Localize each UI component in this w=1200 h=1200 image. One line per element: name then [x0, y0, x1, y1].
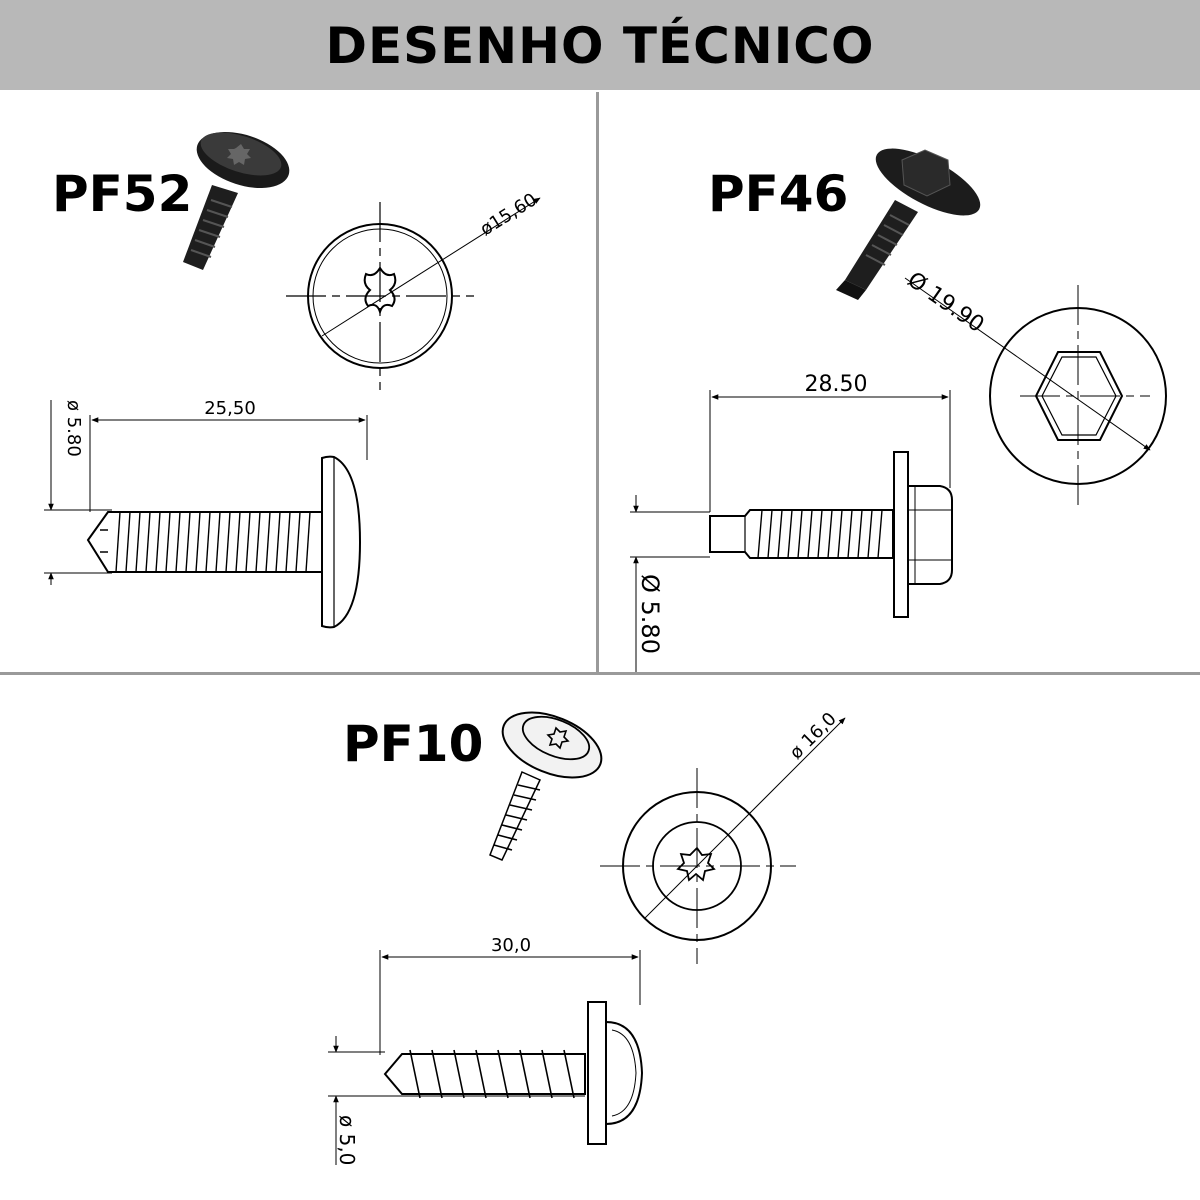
pf52-side-view [44, 400, 368, 629]
header-banner [0, 0, 1200, 90]
torx-recess-icon [363, 266, 397, 316]
pf52-shank-diameter: ø 5.80 [63, 400, 84, 457]
pf10-side-view [328, 950, 644, 1165]
pf10-shank-diameter: ø 5,0 [335, 1115, 359, 1165]
pf46-head-diameter: Ø 19.90 [903, 267, 989, 338]
pf46-end-view [904, 277, 1167, 508]
horizontal-divider [0, 672, 1200, 675]
pf46-side-view [630, 390, 953, 672]
pf52-length: 25,50 [204, 398, 256, 419]
pf10-length: 30,0 [491, 935, 531, 956]
pf46-screw-icon [836, 148, 981, 300]
pf52-head-diameter: ø15,60 [477, 189, 541, 240]
pf46-label: PF46 [708, 165, 849, 223]
torx-recess-icon [676, 846, 716, 882]
page-title: DESENHO TÉCNICO [325, 17, 875, 75]
pf52-screw-icon [183, 131, 290, 270]
pf10-end-view [600, 717, 846, 964]
pf10-label: PF10 [343, 715, 484, 773]
pf46-length: 28.50 [805, 372, 868, 397]
pf52-end-view [286, 197, 541, 390]
pf10-head-diameter: ø 16,0 [786, 709, 841, 764]
vertical-divider [596, 92, 599, 672]
pf10-screw-icon [489, 711, 603, 861]
pf52-label: PF52 [52, 165, 193, 223]
pf46-shank-diameter: Ø 5.80 [636, 574, 664, 654]
